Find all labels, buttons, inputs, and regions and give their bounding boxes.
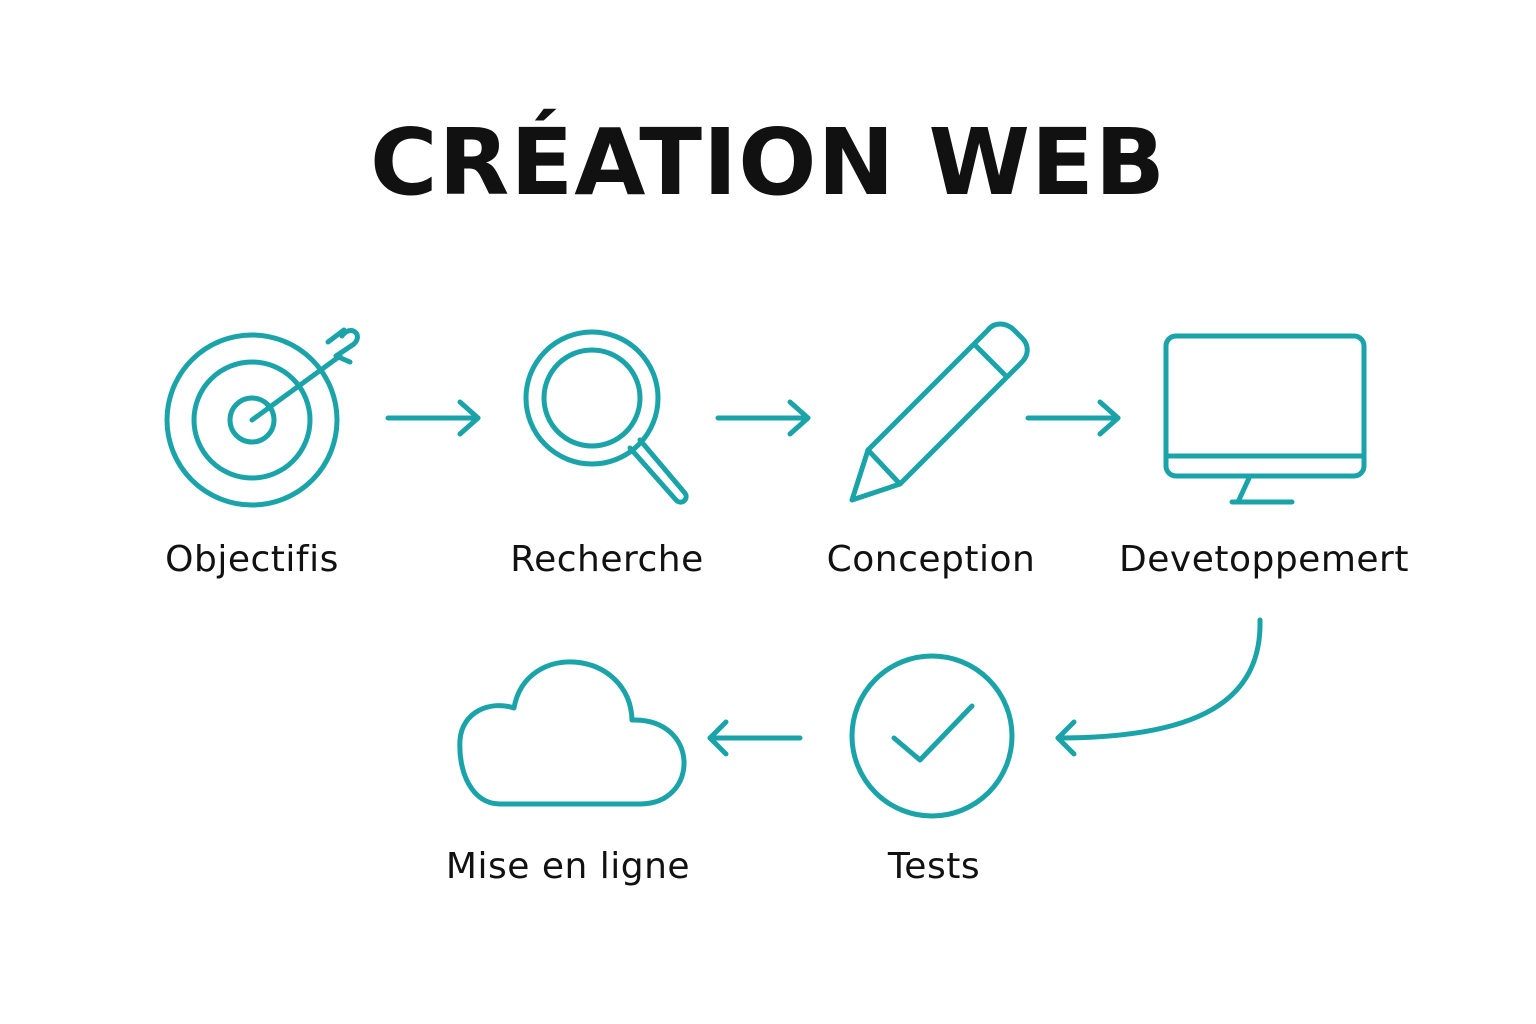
arrow-left-icon [707, 719, 803, 757]
step-label-developpement: Devetoppemert [1119, 539, 1409, 580]
step-label-conception: Conception [826, 539, 1036, 580]
step-label-tests: Tests [887, 846, 981, 887]
curved-arrow-icon [1055, 617, 1263, 757]
magnifier-icon [523, 329, 689, 505]
step-label-objectifs: Objectifis [165, 539, 339, 580]
cloud-icon [457, 659, 687, 807]
target-icon [164, 327, 360, 508]
check-circle-icon [849, 653, 1015, 819]
pencil-icon [849, 321, 1030, 503]
arrow-right-icon [1025, 399, 1121, 437]
monitor-icon [1163, 333, 1367, 505]
arrow-right-icon [385, 399, 481, 437]
step-label-mise-en-ligne: Mise en ligne [445, 846, 691, 887]
step-label-recherche: Recherche [510, 539, 704, 580]
arrow-right-icon [715, 399, 811, 437]
page-title: CRÉATION WEB [370, 109, 1166, 216]
